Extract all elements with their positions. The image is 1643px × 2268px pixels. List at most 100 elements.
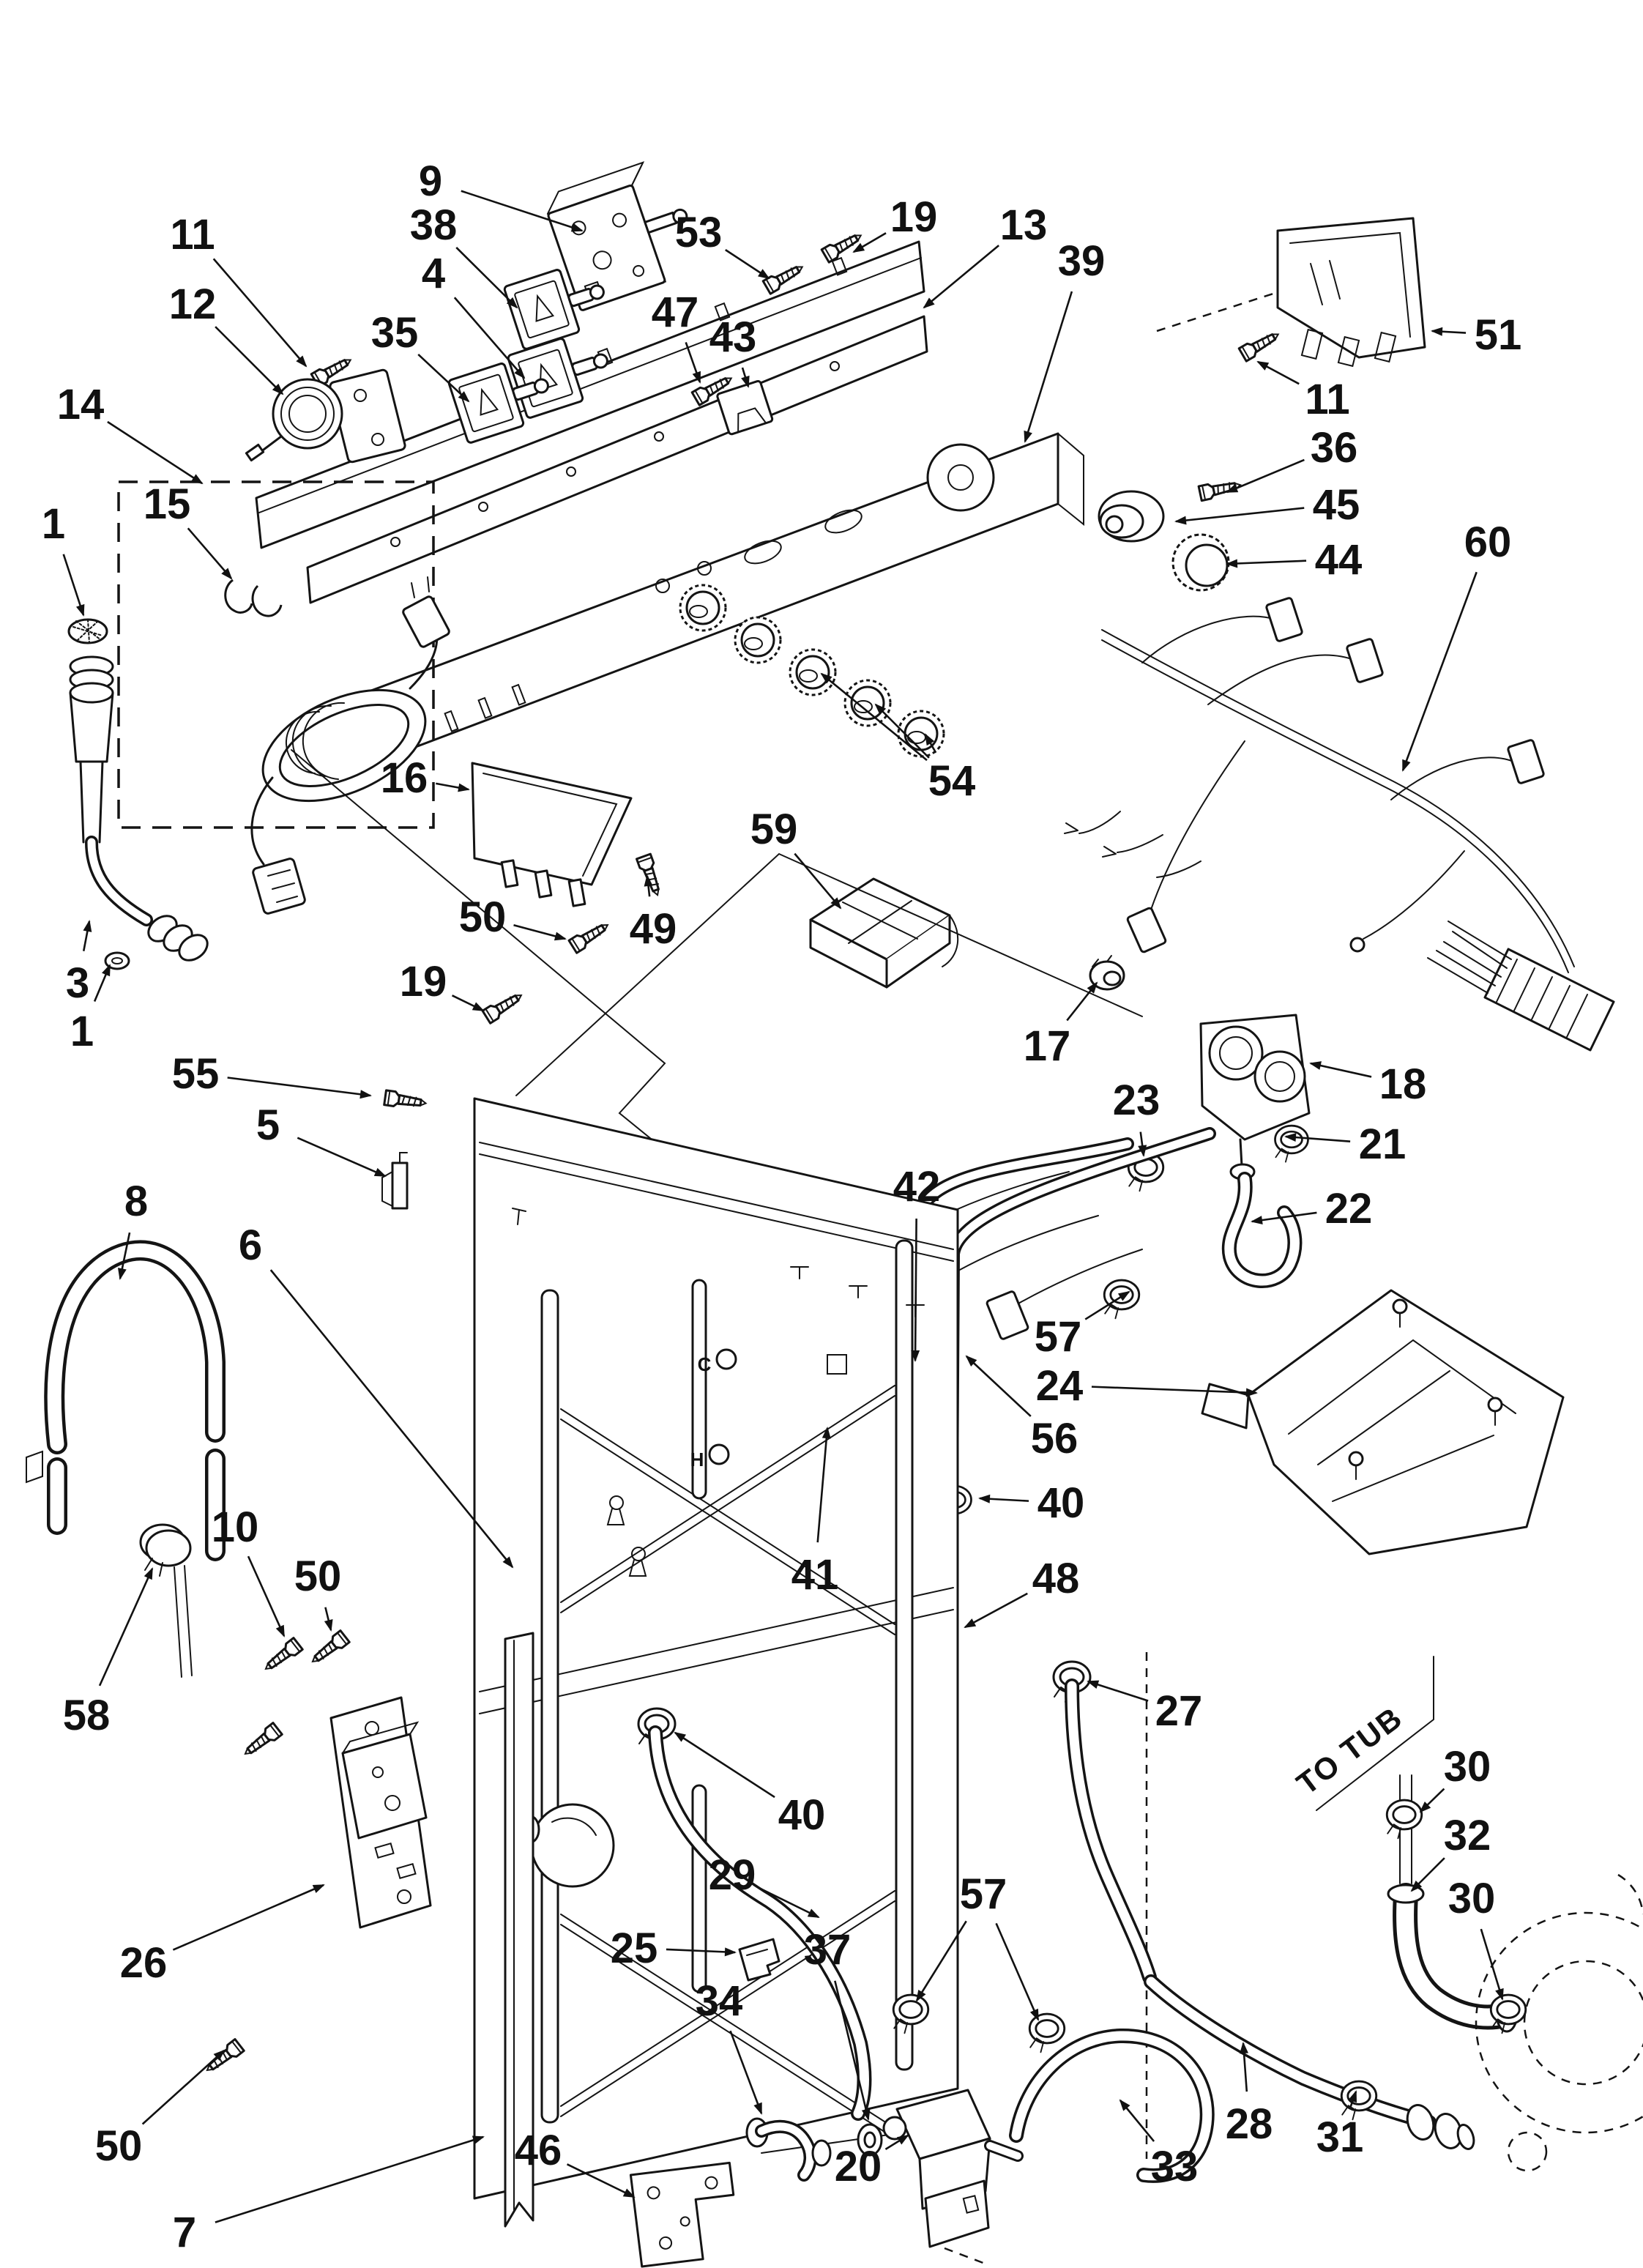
callout-number: 19 bbox=[890, 193, 938, 241]
callout-number: 50 bbox=[95, 2122, 143, 2170]
callout-31: 31 bbox=[1316, 2090, 1364, 2161]
callout-11: 11 bbox=[170, 211, 308, 368]
washer-37 bbox=[857, 2123, 883, 2157]
callout-58: 58 bbox=[63, 1567, 154, 1739]
callout-51: 51 bbox=[1431, 311, 1521, 359]
callout-24: 24 bbox=[1036, 1362, 1258, 1410]
hose-28 bbox=[1144, 1974, 1475, 2150]
callout-17: 17 bbox=[1024, 981, 1098, 1070]
callout-11: 11 bbox=[1256, 360, 1350, 423]
callout-number: 10 bbox=[212, 1503, 259, 1551]
hose-27-riser bbox=[1065, 1678, 1157, 1985]
callout-6: 6 bbox=[239, 1222, 514, 1569]
callout-number: 20 bbox=[835, 2143, 882, 2190]
callout-number: 50 bbox=[459, 893, 507, 941]
timer-knob-skirt-45 bbox=[1098, 490, 1165, 543]
callout-number: 50 bbox=[294, 1553, 342, 1600]
callout-number: 47 bbox=[652, 289, 699, 336]
callout-46: 46 bbox=[515, 2127, 636, 2198]
callout-1: 1 bbox=[70, 964, 111, 1055]
callout-7: 7 bbox=[173, 2135, 485, 2256]
callout-number: 11 bbox=[170, 211, 215, 259]
callout-30: 30 bbox=[1419, 1743, 1491, 1813]
callout-5: 5 bbox=[256, 1101, 387, 1178]
callout-50: 50 bbox=[459, 893, 567, 941]
callout-49: 49 bbox=[630, 874, 677, 953]
callout-42: 42 bbox=[893, 1163, 940, 1362]
callout-56: 56 bbox=[965, 1355, 1078, 1462]
callout-41: 41 bbox=[791, 1427, 838, 1599]
callout-number: 8 bbox=[124, 1178, 148, 1225]
callout-9: 9 bbox=[419, 157, 584, 232]
callout-57: 57 bbox=[915, 1870, 1040, 2021]
callout-29: 29 bbox=[709, 1851, 820, 1919]
callout-number: 11 bbox=[1305, 376, 1349, 423]
pressure-switch-12 bbox=[245, 368, 406, 464]
fill-tube-3 bbox=[69, 655, 209, 970]
callout-number: 32 bbox=[1444, 1812, 1491, 1859]
drain-u-hose-8 bbox=[26, 1240, 226, 1561]
callout-number: 19 bbox=[400, 958, 447, 1005]
to-tub-leader bbox=[1316, 1656, 1434, 1811]
callout-number: 1 bbox=[70, 1008, 94, 1055]
clamp-58 bbox=[139, 1523, 193, 1678]
clip-5 bbox=[381, 1152, 409, 1210]
callout-50: 50 bbox=[95, 2049, 226, 2170]
gusset-bracket-16 bbox=[471, 762, 633, 907]
callout-50: 50 bbox=[294, 1553, 342, 1632]
to-tub-note: TO TUB bbox=[1290, 1700, 1409, 1801]
callout-39: 39 bbox=[1024, 237, 1105, 443]
callout-19: 19 bbox=[852, 193, 938, 253]
inlet-screen-1 bbox=[67, 618, 108, 644]
thermostat-26 bbox=[329, 1696, 432, 1929]
callout-number: 58 bbox=[63, 1692, 111, 1739]
sump-bracket-24 bbox=[1201, 1289, 1565, 1555]
callout-number: 31 bbox=[1316, 2113, 1364, 2161]
detail-boundary-line-2 bbox=[515, 852, 1143, 1096]
callout-number: 35 bbox=[371, 309, 419, 357]
callout-number: 44 bbox=[1315, 536, 1363, 584]
callout-number: 14 bbox=[57, 381, 105, 428]
callout-number: 36 bbox=[1311, 424, 1358, 472]
callout-number: 23 bbox=[1113, 1077, 1160, 1124]
callout-55: 55 bbox=[172, 1050, 372, 1099]
callout-60: 60 bbox=[1401, 518, 1511, 772]
callout-number: 15 bbox=[144, 480, 191, 528]
clip-25 bbox=[738, 1938, 780, 1982]
timer-knob-44 bbox=[1171, 533, 1230, 592]
panel-port-label-H: H bbox=[690, 1449, 704, 1471]
callout-number: 38 bbox=[410, 201, 458, 249]
callout-number: 21 bbox=[1359, 1120, 1407, 1168]
callout-20: 20 bbox=[835, 2134, 909, 2190]
callout-number: 49 bbox=[630, 905, 677, 953]
callout-14: 14 bbox=[57, 381, 204, 485]
grommet-17 bbox=[1089, 955, 1125, 991]
knob-row-54 bbox=[679, 584, 945, 758]
callout-number: 40 bbox=[778, 1791, 826, 1839]
mount-bracket-46 bbox=[629, 2161, 735, 2268]
end-switch-43 bbox=[716, 380, 774, 436]
callout-number: 17 bbox=[1024, 1022, 1071, 1070]
callout-15: 15 bbox=[144, 480, 233, 580]
callout-number: 3 bbox=[66, 959, 89, 1007]
callout-number: 24 bbox=[1036, 1362, 1084, 1410]
callout-number: 59 bbox=[750, 806, 798, 853]
callout-35: 35 bbox=[371, 309, 470, 403]
callout-26: 26 bbox=[120, 1884, 325, 1987]
callout-number: 30 bbox=[1444, 1743, 1491, 1791]
callout-30: 30 bbox=[1448, 1875, 1504, 2001]
power-cord-box-14 bbox=[117, 480, 435, 829]
callout-47: 47 bbox=[652, 289, 701, 384]
callout-1: 1 bbox=[42, 500, 85, 617]
callout-number: 55 bbox=[172, 1050, 220, 1098]
callout-25: 25 bbox=[611, 1925, 737, 1972]
callout-number: 25 bbox=[611, 1925, 658, 1972]
callout-36: 36 bbox=[1226, 424, 1358, 494]
callout-number: 16 bbox=[381, 754, 428, 802]
callout-33: 33 bbox=[1119, 2099, 1198, 2190]
callout-number: 6 bbox=[239, 1222, 262, 1269]
callout-number: 40 bbox=[1037, 1479, 1085, 1527]
end-bracket-51 bbox=[1156, 217, 1426, 368]
